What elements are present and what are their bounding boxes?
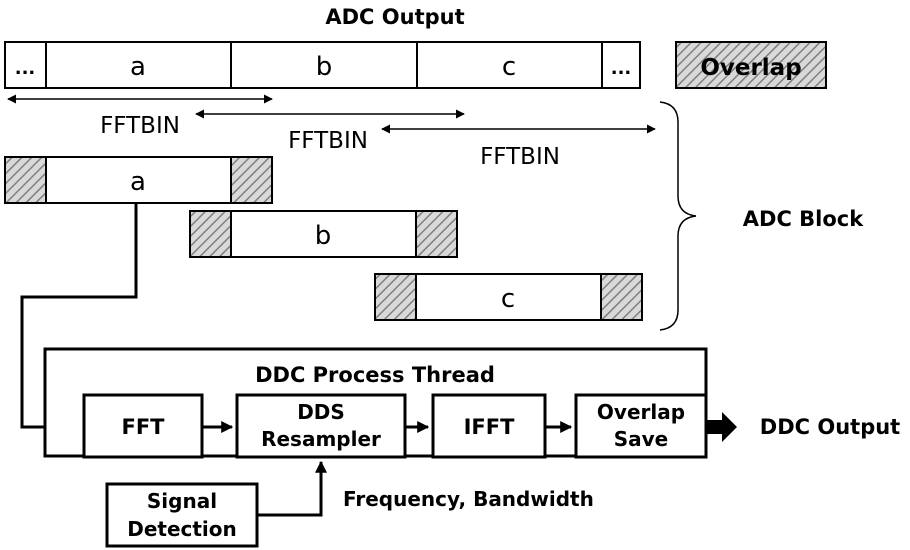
dds-stage-label-line1: DDS xyxy=(297,400,345,424)
overlap-stage-label-line1: Overlap xyxy=(597,400,685,424)
ifft-stage xyxy=(431,393,547,459)
adc-output-frame xyxy=(4,41,641,89)
adc-block-b: b xyxy=(189,210,458,258)
dds-stage-label-line2: Resampler xyxy=(261,427,381,451)
adc-segment-b: b xyxy=(316,52,333,82)
signal-to-dds-connector xyxy=(257,460,327,517)
fftbin-label-3: FFTBIN xyxy=(480,144,560,170)
fft-stage xyxy=(82,393,204,459)
fftbin-arrows: FFTBIN FFTBIN FFTBIN xyxy=(7,94,656,170)
frequency-bandwidth-label: Frequency, Bandwidth xyxy=(343,487,594,511)
dds-resampler-stage xyxy=(235,393,407,459)
adc-block-c: c xyxy=(374,273,643,321)
adc-block-brace xyxy=(659,101,697,331)
overlap-legend-label: Overlap xyxy=(700,55,801,81)
adc-segment-c: c xyxy=(502,52,516,82)
adc-segment-ellipsis-right: ... xyxy=(611,58,632,79)
fft-stage-label: FFT xyxy=(121,415,165,439)
adc-output-strip: ... a b c ... xyxy=(4,41,641,89)
adc-block-c-label: c xyxy=(501,284,515,314)
adc-segment-a: a xyxy=(130,52,146,82)
overlap-legend: Overlap xyxy=(675,41,827,89)
adc-block-a-label: a xyxy=(130,167,146,197)
adc-output-title: ADC Output xyxy=(325,5,464,29)
signal-detection-box xyxy=(105,482,259,548)
ddc-thread-title: DDC Process Thread xyxy=(255,363,495,387)
ddc-output-label: DDC Output xyxy=(760,415,900,439)
fftbin-label-2: FFTBIN xyxy=(288,128,368,154)
overlap-stage-label-line2: Save xyxy=(614,427,669,451)
signal-detection-label-line1: Signal xyxy=(147,489,217,513)
adc-block-b-label: b xyxy=(315,221,332,251)
fftbin-label-1: FFTBIN xyxy=(100,113,180,139)
signal-detection-label-line2: Detection xyxy=(127,517,237,541)
adc-block-a: a xyxy=(4,156,273,204)
ddc-output-arrow xyxy=(706,412,737,442)
overlap-legend-swatch xyxy=(675,41,827,89)
ifft-stage-label: IFFT xyxy=(464,415,516,439)
adc-block-label: ADC Block xyxy=(743,207,864,231)
adc-segment-ellipsis-left: ... xyxy=(15,58,36,79)
overlap-save-stage xyxy=(574,393,708,459)
block-a-to-fft-connector xyxy=(20,203,138,433)
